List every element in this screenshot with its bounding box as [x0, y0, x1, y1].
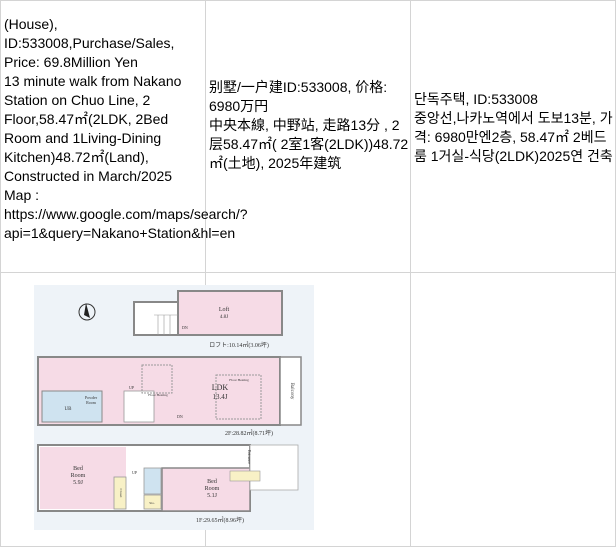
ldk-size: 13.4J: [213, 393, 228, 401]
first-floor: Bed Room 5.9J Bed Room 5.1J Closet Sto. …: [37, 444, 299, 524]
english-description: (House), ID:533008,Purchase/Sales, Price…: [4, 16, 248, 241]
bedroom-1-label: Bed: [73, 466, 83, 472]
bedroom-2-label: Bed: [207, 479, 217, 485]
floor-plan-image: Loft 4.8J DN ロフト:10.14㎡(3.06坪) UB Powder…: [34, 285, 314, 530]
powder-room-label-2: Room: [86, 400, 97, 405]
loft-size: 4.8J: [220, 315, 228, 320]
cell-chinese: [206, 0, 411, 273]
bedroom-2-label-2: Room: [205, 486, 220, 492]
cell-english: [0, 0, 206, 273]
second-floor-area: 2F:28.82㎡(8.71坪): [225, 429, 273, 437]
bedroom-1-label-2: Room: [71, 473, 86, 479]
up-label: UP: [129, 385, 135, 390]
floor-heating-label: Floor Heating: [229, 378, 249, 382]
loft-area: ロフト:10.14㎡(3.06坪): [209, 341, 269, 349]
loft-floor: Loft 4.8J DN ロフト:10.14㎡(3.06坪): [133, 290, 283, 349]
up-label: UP: [132, 470, 138, 475]
dn-label: DN: [182, 325, 188, 330]
balcony-label: Balcony: [289, 383, 294, 400]
closet-label: Closet: [119, 489, 123, 498]
chinese-description: 别墅/一户建ID:533008, 价格: 6980万円 中央本線, 中野站, 走…: [209, 79, 409, 171]
ldk-label: LDK: [212, 383, 229, 392]
powder-room-label: Powder: [85, 395, 98, 400]
ub-label: UB: [65, 407, 73, 412]
bedroom-1-size: 5.9J: [73, 480, 84, 486]
compass-icon: [78, 303, 96, 321]
korean-description: 단독주택, ID:533008 중앙선,나카노역에서 도보13분, 가격: 69…: [414, 91, 613, 164]
dn-label: DN: [177, 414, 183, 419]
bedroom-2-size: 5.1J: [207, 493, 218, 499]
cell-empty: [411, 273, 616, 547]
entrance-label: Entrance: [247, 450, 252, 464]
second-floor: UB Powder Room Floor Heating Floor Heati…: [37, 356, 302, 437]
loft-label: Loft: [219, 306, 230, 313]
first-floor-area: 1F:29.65㎡(8.96坪): [196, 516, 244, 524]
storage-label: Sto.: [149, 501, 155, 505]
floor-heating-label: Floor Heating: [148, 393, 168, 397]
